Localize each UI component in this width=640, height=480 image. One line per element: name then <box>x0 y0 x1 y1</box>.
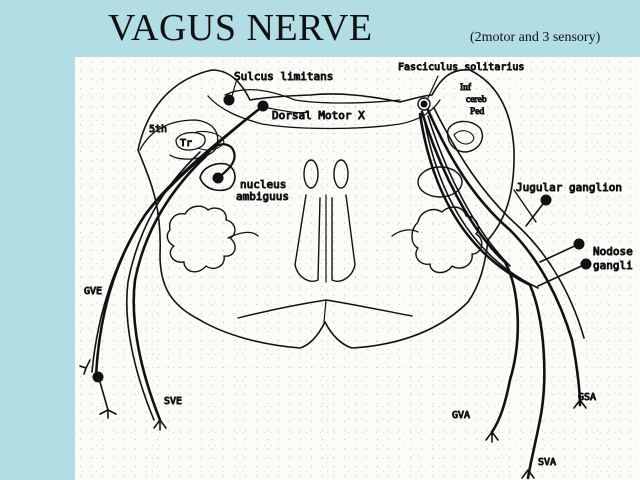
diagram-panel: Sulcus limitans Fasciculus solitarius In… <box>75 57 640 480</box>
inferior-cerebellar-peduncle <box>447 120 484 153</box>
label-ambiguus: ambiguus <box>236 190 289 203</box>
sve-fiber <box>132 154 208 422</box>
pyramid-base-center <box>323 299 327 323</box>
sve-fiber-loop <box>204 143 236 180</box>
label-gva: GVA <box>452 410 470 421</box>
slide-subtitle: (2motor and 3 sensory) <box>470 30 601 45</box>
gva-terminal <box>485 431 499 443</box>
jugular-ganglion-leader <box>525 199 547 227</box>
left-olive <box>166 205 236 273</box>
gva-fiber <box>420 110 520 434</box>
nodose-ganglion-leader-upper <box>539 243 580 263</box>
gsa-terminal <box>573 399 587 409</box>
gve-fiber-outer <box>91 109 259 373</box>
label-sulcus-limitans: Sulcus limitans <box>234 70 333 83</box>
medial-lemniscus-left <box>303 159 319 189</box>
label-ganglion: gangli <box>593 259 633 272</box>
fasciculus-solitarius-leader <box>427 75 439 99</box>
fasciculus-solitarius-nucleus <box>417 97 431 111</box>
nucleus-ambiguus-shape <box>199 162 236 192</box>
sulcus-limitans-leader <box>231 81 237 97</box>
pyramid-left <box>294 194 321 282</box>
vagus-nerve-diagram: Sulcus limitans Fasciculus solitarius In… <box>79 62 633 480</box>
right-olive-stalk <box>391 229 419 237</box>
label-cereb: cereb <box>466 95 487 105</box>
label-nodose: Nodose <box>593 245 633 258</box>
trigeminal-tract-inner <box>195 130 225 151</box>
right-round-nucleus <box>417 166 463 198</box>
sva-fiber-outer <box>423 117 539 289</box>
label-fasciculus-solitarius: Fasciculus solitarius <box>398 62 524 73</box>
label-gsa: GSA <box>578 392 596 403</box>
sva-fiber <box>418 112 546 480</box>
gve-terminal-left <box>79 359 91 375</box>
medial-lemniscus-right <box>333 159 349 189</box>
gsa-fiber <box>426 108 582 407</box>
peduncle-inner <box>453 130 475 145</box>
gsa-fiber-outer <box>433 107 585 339</box>
label-nucleus: nucleus <box>240 178 286 191</box>
gva-fiber-outer <box>427 115 511 267</box>
dorsal-motor-contour <box>224 88 401 104</box>
label-sva: SVA <box>538 457 556 468</box>
slide-title: VAGUS NERVE <box>108 7 373 49</box>
sva-terminal <box>521 469 535 479</box>
dorsal-motor-leader <box>267 107 309 114</box>
label-5th: 5th <box>149 124 167 135</box>
fasciculus-solitarius-dot <box>420 100 428 108</box>
medulla-outline <box>137 69 515 349</box>
nodose-ganglion-leader-lower <box>537 263 587 287</box>
trigeminal-tract <box>175 131 206 151</box>
sve-terminal <box>153 419 167 431</box>
label-dorsal-motor-x: Dorsal Motor X <box>272 109 365 122</box>
label-sve: SVE <box>164 396 182 407</box>
left-olive-stalk <box>227 231 259 239</box>
gve-terminal <box>99 381 117 419</box>
pyramid-right <box>331 194 356 282</box>
label-ped: Ped <box>470 107 485 117</box>
label-inf: Inf <box>460 82 472 93</box>
label-jugular-ganglion: Jugular ganglion <box>516 181 622 194</box>
sulcus-limitans-dot <box>223 94 235 106</box>
gve-ganglion <box>92 371 104 383</box>
jugular-ganglion-leader-2 <box>513 189 537 223</box>
sve-fiber-outer <box>126 151 201 421</box>
label-gve: GVE <box>84 286 102 297</box>
label-tr: Tr <box>180 138 192 149</box>
